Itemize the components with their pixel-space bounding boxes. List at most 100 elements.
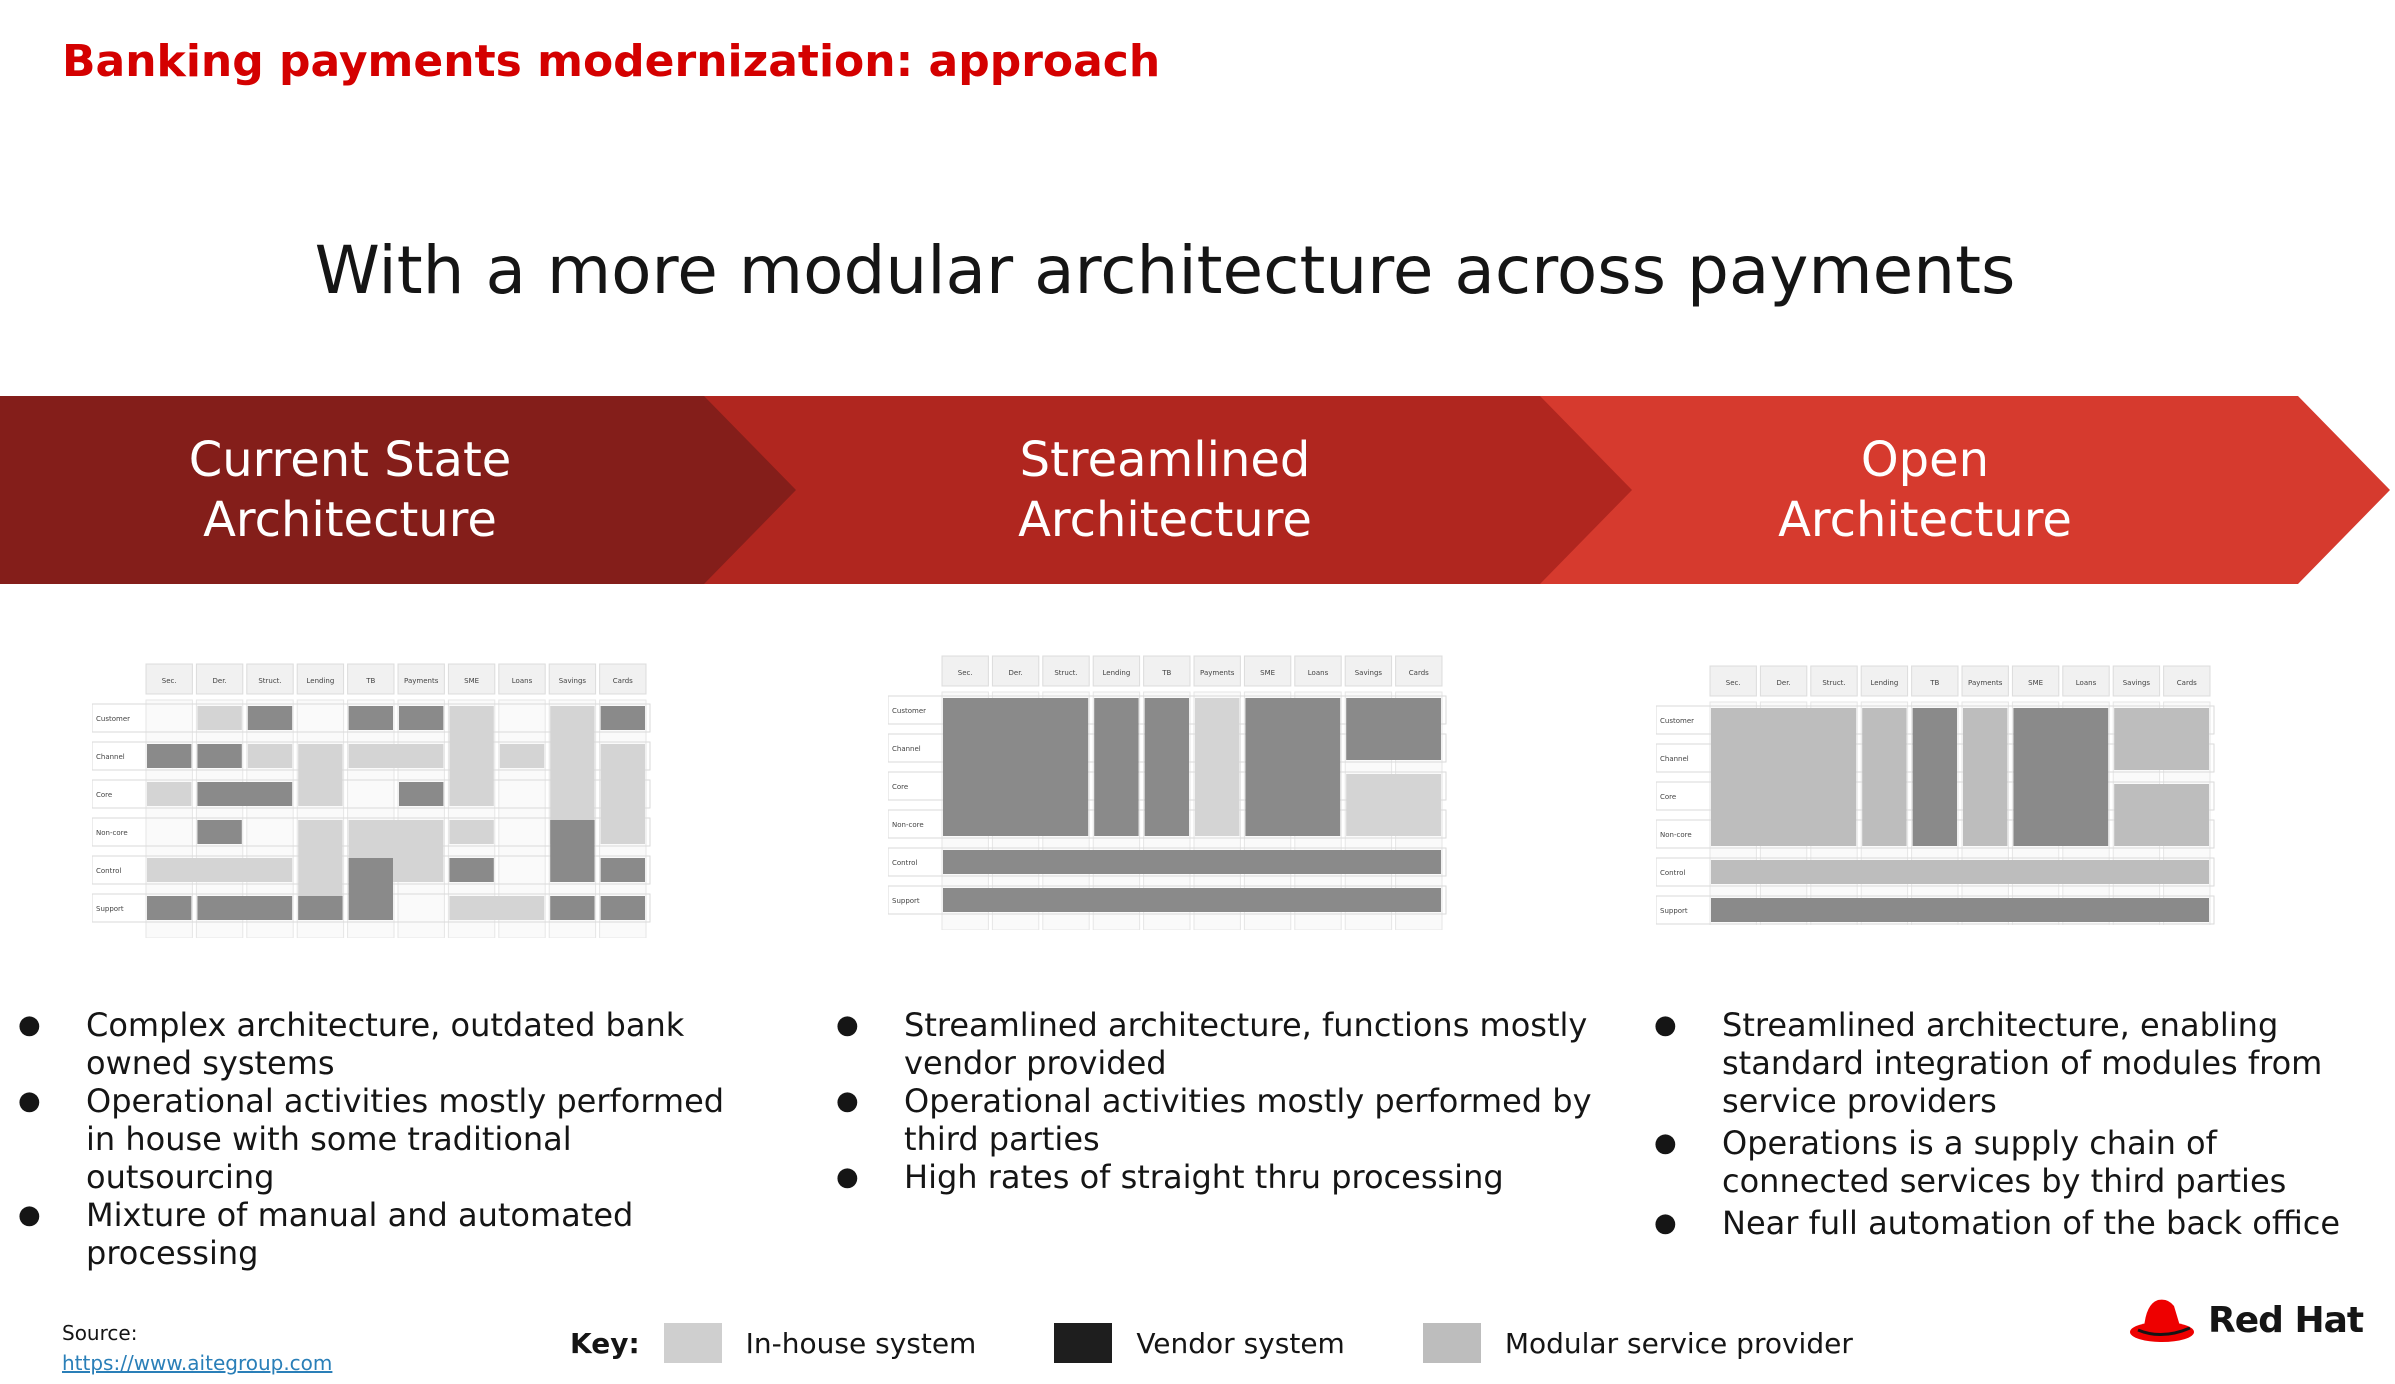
column-label: Loans (512, 677, 533, 685)
row-label: Customer (1660, 717, 1694, 725)
column-label: Lending (1871, 679, 1899, 687)
list-item: Near full automation of the back office (1654, 1204, 2384, 1242)
modular-swatch (1422, 1323, 1481, 1363)
system-block (197, 820, 242, 844)
red-hat-logo: Red Hat (2128, 1294, 2364, 1346)
system-block (247, 744, 293, 768)
column-header (195, 663, 244, 695)
system-block (943, 850, 1441, 874)
list-item: Streamlined architecture, enabling stand… (1654, 1006, 2384, 1120)
logo-text: Red Hat (2208, 1299, 2364, 1341)
system-block (197, 706, 242, 730)
row-label: Control (1660, 869, 1685, 877)
stage-3-bullets: Streamlined architecture, enabling stand… (1654, 1006, 2384, 1242)
column-label: Struct. (258, 677, 281, 685)
column-label: Cards (613, 677, 633, 685)
column-label: TB (1929, 679, 1939, 687)
chevron-stage-3 (1530, 396, 2390, 584)
column-header (1243, 655, 1292, 687)
column-label: Loans (2076, 679, 2097, 687)
column-header (2163, 665, 2211, 697)
column-header (498, 663, 546, 695)
system-block (197, 744, 242, 768)
system-block (2013, 708, 2109, 846)
row-label: Control (892, 859, 917, 867)
column-header (1042, 655, 1090, 687)
column-label: Cards (2177, 679, 2197, 687)
system-block (600, 858, 645, 882)
in-house-label: In-house system (745, 1326, 977, 1360)
system-block (600, 706, 645, 730)
system-block (348, 706, 393, 730)
system-block (499, 744, 545, 768)
system-block (147, 896, 192, 920)
system-block (348, 858, 393, 920)
system-block (1144, 698, 1189, 836)
column-header (991, 655, 1040, 687)
row-label: Core (892, 783, 908, 791)
row-band (92, 741, 651, 771)
row-label: Customer (892, 707, 926, 715)
in-house-swatch (663, 1323, 722, 1363)
system-block (1963, 708, 2008, 846)
column-header (1961, 665, 2009, 697)
column-header (1092, 655, 1141, 687)
list-item: Streamlined architecture, functions most… (836, 1006, 1596, 1082)
vendor-swatch (1054, 1323, 1113, 1363)
system-block (1346, 698, 1441, 760)
system-block (298, 896, 343, 920)
row-label: Non-core (1660, 831, 1692, 839)
system-block (1912, 708, 1957, 846)
row-label: Core (1660, 793, 1676, 801)
system-block (449, 706, 494, 806)
column-lane (397, 699, 445, 938)
system-block (943, 888, 1441, 912)
column-header (2112, 665, 2161, 697)
row-label: Control (96, 867, 121, 875)
system-block (449, 896, 545, 920)
row-band (888, 885, 1447, 915)
headline: With a more modular architecture across … (314, 232, 2016, 309)
system-block (147, 782, 192, 806)
column-header (1810, 665, 1858, 697)
column-label: Savings (2123, 679, 2151, 687)
system-block (399, 782, 444, 806)
list-item: High rates of straight thru processing (836, 1158, 1596, 1196)
source-link[interactable]: https://www.aitegroup.com (62, 1351, 333, 1375)
column-header (1759, 665, 1808, 697)
system-block (298, 744, 343, 806)
system-block (1195, 698, 1240, 836)
system-block (197, 782, 293, 806)
row-label: Support (96, 905, 124, 913)
column-header (1709, 665, 1757, 697)
row-label: Channel (892, 745, 921, 753)
stage-2-bullets: Streamlined architecture, functions most… (836, 1006, 1596, 1196)
row-label: Channel (96, 753, 125, 761)
stage-chevrons (0, 396, 2390, 584)
column-label: Savings (1355, 669, 1383, 677)
column-label: Cards (1409, 669, 1429, 677)
chevron-stage-2 (700, 396, 1632, 584)
legend-key: Key: In-house system Vendor system Modul… (570, 1318, 1853, 1368)
column-label: SME (1260, 669, 1275, 677)
column-header (599, 663, 647, 695)
column-label: Lending (307, 677, 335, 685)
column-header (447, 663, 496, 695)
system-block (550, 896, 595, 920)
system-block (348, 744, 444, 768)
source-label: Source: (62, 1321, 138, 1345)
column-header (1143, 655, 1191, 687)
system-block (600, 896, 645, 920)
system-block (449, 858, 494, 882)
system-block (197, 896, 293, 920)
column-label: Payments (1200, 669, 1235, 677)
system-block (1711, 860, 2209, 884)
column-header (1193, 655, 1241, 687)
column-label: Payments (404, 677, 439, 685)
column-header (1344, 655, 1393, 687)
column-header (145, 663, 193, 695)
